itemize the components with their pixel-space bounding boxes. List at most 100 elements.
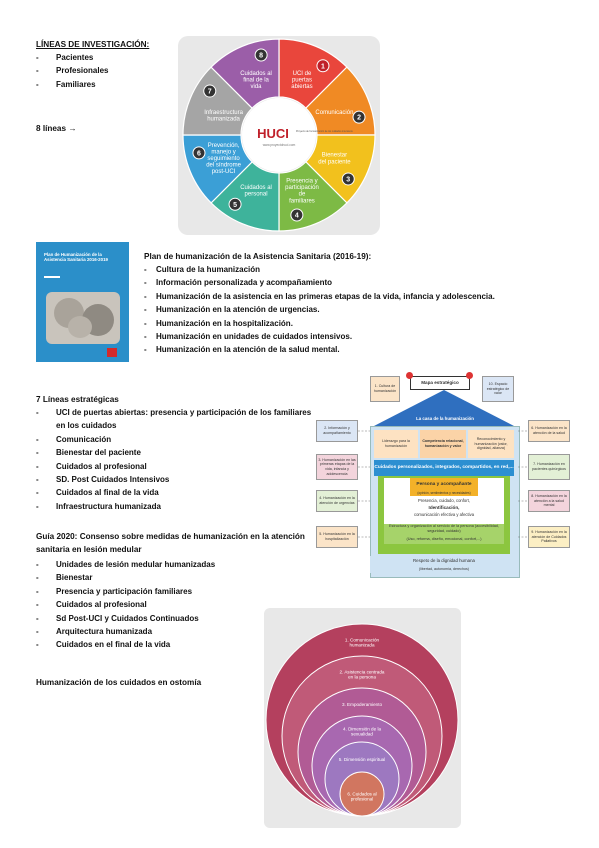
huci-logo-text: HUCI: [257, 126, 289, 141]
list-item: Familiares: [36, 78, 156, 92]
wheel-number: 4: [295, 213, 299, 220]
list-item: Comunicación: [36, 433, 312, 447]
wheel-center: [242, 98, 316, 172]
list-item: Información personalizada y acompañamien…: [144, 276, 564, 290]
list-item: SD. Post Cuidados Intensivos: [36, 473, 312, 487]
list-item: Cuidados al final de la vida: [36, 486, 312, 500]
list-item: Infraestructura humanizada: [36, 500, 312, 514]
house-line5: Estructura y organización al servicio de…: [384, 524, 504, 534]
house-line2: Presencia, cuidado, confort,: [418, 498, 470, 504]
wheel-number: 1: [321, 63, 325, 70]
wheel-number-badge: [290, 208, 304, 222]
list-item: Arquitectura humanizada: [36, 625, 306, 639]
house-line3: Identificación,: [428, 505, 460, 511]
wheel-number-badge: [192, 146, 206, 160]
house-line4: comunicación efectiva y afectiva: [413, 512, 475, 518]
list-item: Cuidados al profesional: [36, 598, 306, 612]
wheel-number-badge: [316, 59, 330, 73]
house-row1-c: Reconocimiento y humanización (valor, di…: [468, 430, 514, 458]
house-connectors: [358, 430, 528, 538]
humanization-house-diagram: Mapa estratégico 1. Cultura de humanizac…: [314, 372, 574, 582]
list-item: Profesionales: [36, 64, 156, 78]
guia-list: Unidades de lesión medular humanizadas B…: [36, 558, 306, 652]
list-item: Humanización de la asistencia en las pri…: [144, 290, 564, 304]
persons-box: Persona y acompañante: [410, 478, 478, 492]
left-box-4: 5. Humanización en la hospitalización: [316, 526, 358, 548]
wheel-number: 5: [233, 202, 237, 209]
research-lines-list: Pacientes Profesionales Familiares: [36, 51, 156, 92]
right-box-2: 7. Humanización en pacientes quirúrgicos: [528, 454, 570, 480]
cover-title: Plan de Humanización de la Asistencia Sa…: [44, 252, 108, 263]
wheel-number-badge: [341, 172, 355, 186]
roof-label: La casa de la humanización: [416, 415, 474, 421]
list-item: Unidades de lesión medular humanizadas: [36, 558, 306, 572]
left-box-1: 2. Información y acompañamiento: [316, 420, 358, 442]
ostomia-heading: Humanización de los cuidados en ostomía: [36, 678, 202, 687]
right-box-3: 8. Humanización en la atención a la salu…: [528, 490, 570, 512]
list-item: Cultura de la humanización: [144, 263, 564, 277]
house-base: Respeto de la dignidad humana: [370, 556, 518, 566]
list-item: Cuidados al profesional: [36, 460, 312, 474]
house-row1-b: Competencia relacional, humanización y v…: [420, 430, 466, 458]
house-roof: [374, 390, 514, 426]
list-item: Humanización en la atención de la salud …: [144, 343, 564, 357]
plan-list: Cultura de la humanización Información p…: [144, 263, 564, 357]
wheel-number: 8: [259, 53, 263, 60]
house-band: Cuidados personalizados, integrados, com…: [374, 460, 514, 476]
wheel-number: 2: [357, 115, 361, 122]
wheel-number-badge: [203, 84, 217, 98]
ostomy-ring-label: 3. Empoderamiento: [342, 702, 383, 707]
wheel-number: 6: [197, 150, 201, 157]
list-item: UCI de puertas abiertas: presencia y par…: [36, 406, 312, 433]
guia-heading: Guía 2020: Consenso sobre medidas de hum…: [36, 532, 305, 555]
house-base-sub: (libertad, autonomía, derechos): [370, 565, 518, 573]
box-top-left: 1. Cultura de humanización: [370, 376, 400, 402]
wheel-number-badge: [352, 110, 366, 124]
house-row1-a: Liderazgo para la humanización: [374, 430, 418, 458]
list-item: Sd Post-UCI y Cuidados Continuados: [36, 612, 306, 626]
list-item: Cuidados en el final de la vida: [36, 638, 306, 652]
list-item: Pacientes: [36, 51, 156, 65]
list-item: Bienestar: [36, 571, 306, 585]
list-item: Presencia y participación familiares: [36, 585, 306, 599]
persons-sub: (opinión, sentimientos y necesidades): [410, 490, 478, 496]
right-box-4: 9. Humanización en la atención de Cuidad…: [528, 526, 570, 548]
strategic-lines-heading: 7 Líneas estratégicas: [36, 395, 119, 404]
box-top-right: 10. Espacio estratégico de valor: [482, 376, 514, 402]
left-box-2: 3. Humanización en las primeras etapas d…: [316, 454, 358, 480]
huci-logo-url: www.proyectohuci.com: [263, 143, 296, 147]
hands-image: [46, 292, 120, 344]
wheel-segment-label: Comunicación: [315, 110, 353, 116]
right-box-1: 6. Humanización en la atención de la sal…: [528, 420, 570, 442]
region-logo: [107, 348, 117, 357]
lines-note: 8 líneas →: [36, 124, 77, 133]
wheel-number-badge: [254, 48, 268, 62]
huci-logo-side: Proyecto de humanización de los cuidados…: [296, 130, 354, 133]
strategic-lines-list: UCI de puertas abiertas: presencia y par…: [36, 406, 312, 514]
left-box-3: 4. Humanización en la atención de urgenc…: [316, 490, 358, 512]
list-item: Bienestar del paciente: [36, 446, 312, 460]
list-item: Humanización en la hospitalización.: [144, 317, 564, 331]
wheel-number-badge: [228, 197, 242, 211]
ostomy-ring-label: 5. Dimensión espiritual: [339, 757, 385, 762]
wheel-number: 7: [208, 89, 212, 96]
house-line6: (Uso, reforma, diseño, emocional, confor…: [384, 534, 504, 544]
list-item: Humanización en la atención de urgencias…: [144, 303, 564, 317]
ostomy-ring-6: [339, 771, 385, 817]
plan-heading: Plan de humanización de la Asistencia Sa…: [144, 252, 372, 261]
plan-cover: Plan de Humanización de la Asistencia Sa…: [36, 242, 129, 362]
list-item: Humanización en unidades de cuidados int…: [144, 330, 564, 344]
